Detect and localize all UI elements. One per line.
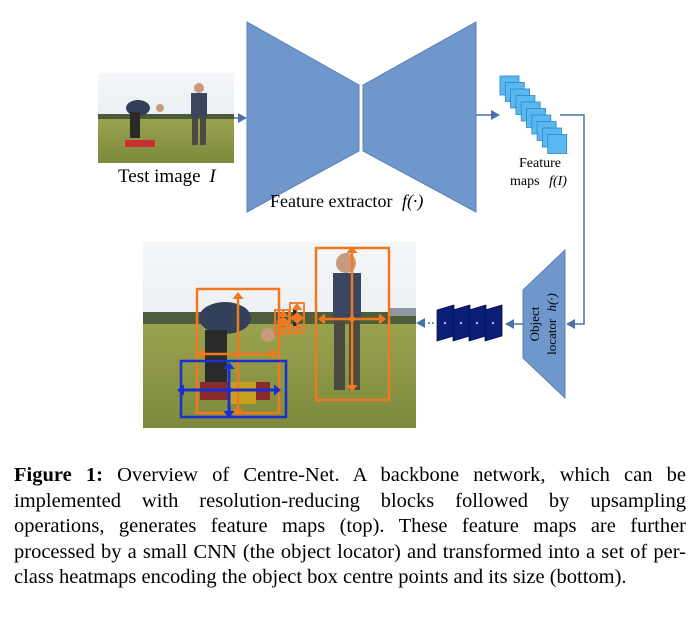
object-locator [522,248,566,400]
centre-size-arrows [177,362,281,418]
centre-size-arrows [290,303,304,333]
feature-extractor [246,21,477,213]
figure-caption: Figure 1: Overview of Centre-Net. A back… [14,463,686,591]
object-locator-label-line1: Object [527,306,542,341]
arrow-heatmaps-to-output [416,318,434,328]
feature-extractor-label: Feature extractor f(·) [270,191,423,212]
test-image [98,73,234,163]
heatmap-peak [443,321,447,325]
arrow-image-to-extractor [234,113,247,123]
arrow-extractor-to-maps [476,110,500,120]
feature-maps-stack [499,75,568,154]
caption-label: Figure 1: [14,464,103,486]
centre-size-arrows [276,310,290,334]
heatmap-peak [491,321,495,325]
arrow-locator-to-heatmaps [505,319,523,329]
caption-text: Overview of Centre-Net. A backbone netwo… [14,464,687,588]
test-image-label: Test image I [118,166,217,187]
arrow-maps-to-locator [560,114,585,329]
decoder-block [362,21,477,213]
feature-maps-label-line2: maps f(I) [510,174,567,189]
detection-boxes [177,246,391,419]
centre-net-figure: Test image I Feature extractor f(·) Feat… [98,21,585,428]
centre-size-arrows [318,246,386,392]
feature-maps-label-line1: Feature [519,156,561,171]
heatmap-peak [475,321,479,325]
feature-map-slice [547,134,568,154]
encoder-block [246,21,360,213]
object-locator-label-line2: locator h(·) [544,293,559,355]
heatmaps-stack [436,304,503,342]
heatmap-peak [459,321,463,325]
